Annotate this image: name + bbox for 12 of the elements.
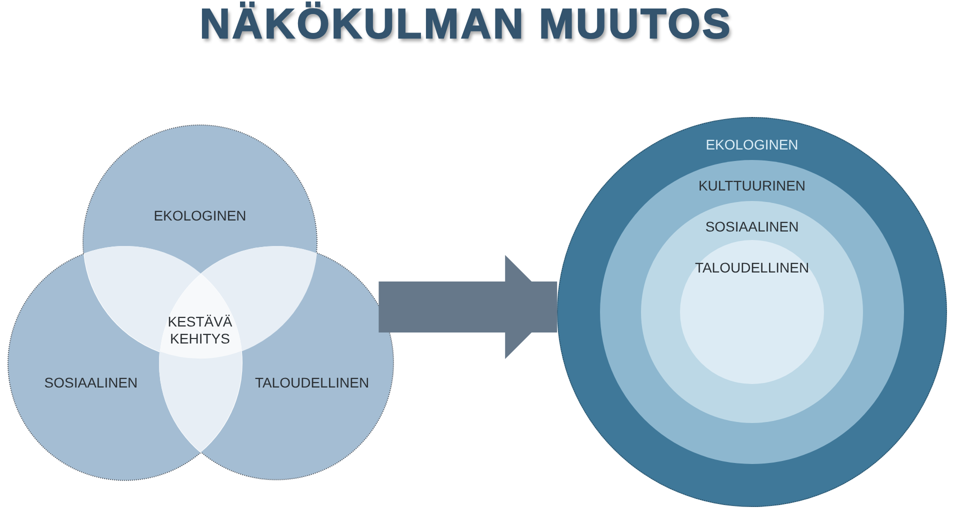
center-label: KESTÄVÄ KEHITYS	[168, 313, 232, 348]
category-label: EKOLOGINEN	[706, 136, 798, 154]
category-label: SOSIAALINEN	[705, 218, 799, 236]
category-label: KULTTUURINEN	[698, 177, 806, 195]
center-region	[158, 272, 242, 360]
category-label: EKOLOGINEN	[154, 207, 246, 225]
overlap-region	[158, 350, 243, 454]
arrow	[378, 255, 558, 359]
category-label: SOSIAALINEN	[44, 374, 138, 392]
category-label: TALOUDELLINEN	[694, 259, 810, 277]
title: NÄKÖKULMAN MUUTOS	[200, 1, 732, 48]
category-label: TALOUDELLINEN	[254, 374, 370, 392]
